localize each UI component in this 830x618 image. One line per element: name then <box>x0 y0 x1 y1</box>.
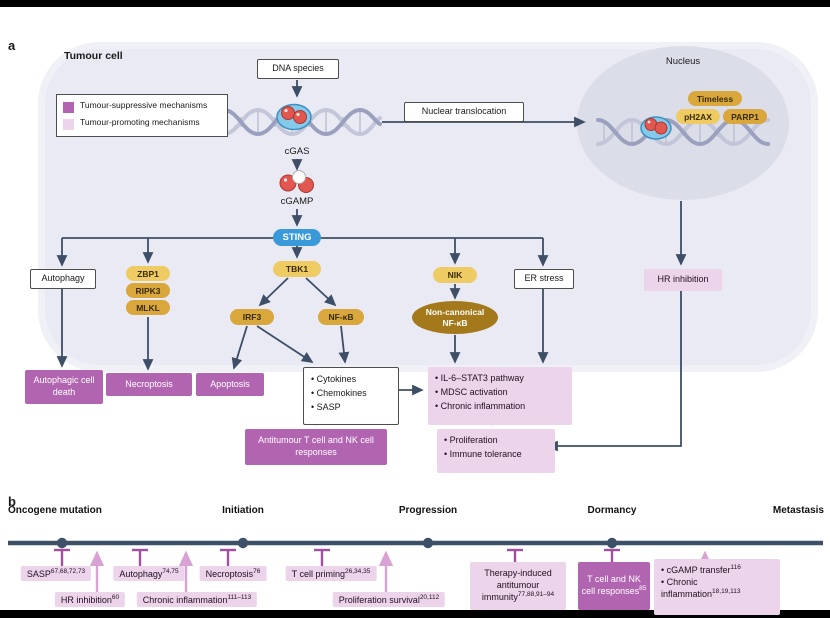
protumour-outcome-item: • Proliferation <box>444 435 498 445</box>
stage-progression: Progression <box>398 505 458 516</box>
protumour-signalling-item: • IL-6–STAT3 pathway <box>435 373 524 383</box>
nfkb-pill: NF-κB <box>318 309 364 325</box>
apoptosis-box: Apoptosis <box>196 373 264 396</box>
event-hr-inhibition: HR inhibition60 <box>54 592 126 607</box>
noncanonical-line2: NF-κB <box>442 317 468 328</box>
legend-item-suppressive: Tumour-suppressive mechanisms <box>63 100 221 113</box>
cgas-label: cGAS <box>284 146 310 157</box>
legend: Tumour-suppressive mechanisms Tumour-pro… <box>56 94 228 137</box>
protumour-outcome-item: • Immune tolerance <box>444 448 522 459</box>
event-t-cell-priming: T cell priming26,34,35 <box>285 566 377 581</box>
noncanonical-line1: Non-canonical <box>425 307 485 318</box>
nuclear-translocation-box: Nuclear translocation <box>404 102 524 122</box>
event-necroptosis: Necroptosis76 <box>199 566 267 581</box>
event-therapy-induced-immunity: Therapy-induced antitumour immunity77,88… <box>470 562 566 610</box>
hr-inhibition-box: HR inhibition <box>644 269 722 291</box>
secreted-factors-box: • Cytokines • Chemokines • SASP <box>303 367 399 425</box>
timeless-pill: Timeless <box>688 91 742 106</box>
irf3-pill: IRF3 <box>230 309 274 325</box>
event-chronic-inflammation: Chronic inflammation111–113 <box>136 592 258 607</box>
chronic-inflammation-met-item: • Chronic inflammation18,19,113 <box>661 577 741 600</box>
event-cgamp-transfer: • cGAMP transfer116 • Chronic inflammati… <box>654 559 780 615</box>
protumour-outcomes-box: • Proliferation • Immune tolerance <box>437 429 555 473</box>
protumour-signalling-box: • IL-6–STAT3 pathway • MDSC activation •… <box>428 367 572 425</box>
cgamp-transfer-item: • cGAMP transfer116 <box>661 564 741 575</box>
necroptosis-box: Necroptosis <box>106 373 192 396</box>
dna-species-box: DNA species <box>257 59 339 79</box>
tumour-cell-title: Tumour cell <box>64 50 123 62</box>
secreted-factor-item: • SASP <box>311 401 341 412</box>
secreted-factor-item: • Chemokines <box>311 387 367 398</box>
event-sasp: SASP67,68,72,73 <box>20 566 92 581</box>
tbk1-pill: TBK1 <box>273 261 321 277</box>
autophagic-cell-death-box: Autophagic cell death <box>25 370 103 404</box>
stage-dormancy: Dormancy <box>587 505 637 516</box>
mlkl-pill: MLKL <box>126 300 170 315</box>
legend-item-promoting: Tumour-promoting mechanisms <box>63 117 221 130</box>
zbp1-pill: ZBP1 <box>126 266 170 281</box>
panel-a-label: a <box>8 38 16 53</box>
event-t-and-nk-responses: T cell and NK cell responses85 <box>578 562 650 610</box>
event-autophagy: Autophagy74,75 <box>113 566 185 581</box>
er-stress-box: ER stress <box>514 269 574 289</box>
stage-initiation: Initiation <box>222 505 264 516</box>
cgamp-label: cGAMP <box>280 196 314 207</box>
top-letterbox-bar <box>0 0 830 7</box>
promoting-swatch <box>63 119 74 130</box>
ripk3-pill: RIPK3 <box>126 283 170 298</box>
noncanonical-nfkb-ellipse: Non-canonical NF-κB <box>412 301 498 334</box>
nik-pill: NIK <box>433 267 477 283</box>
stage-oncogene-mutation: Oncogene mutation <box>8 505 102 516</box>
legend-suppressive-label: Tumour-suppressive mechanisms <box>80 100 208 110</box>
event-proliferation-survival: Proliferation survival20,112 <box>332 592 446 607</box>
parp1-pill: PARP1 <box>723 109 767 124</box>
legend-promoting-label: Tumour-promoting mechanisms <box>80 117 200 127</box>
secreted-factor-item: • Cytokines <box>311 374 357 384</box>
nucleus-label: Nucleus <box>665 56 701 67</box>
protumour-signalling-item: • Chronic inflammation <box>435 400 526 411</box>
suppressive-swatch <box>63 102 74 113</box>
protumour-signalling-item: • MDSC activation <box>435 386 508 397</box>
cancer-progression-timeline <box>8 537 823 549</box>
stage-metastasis: Metastasis <box>772 505 824 516</box>
panel-b-label: b <box>8 494 16 509</box>
ph2ax-pill: pH2AX <box>676 109 720 124</box>
autophagy-box: Autophagy <box>30 269 96 289</box>
antitumour-responses-box: Antitumour T cell and NK cell responses <box>245 429 387 465</box>
bottom-letterbox-bar <box>0 610 830 618</box>
sting-pill: STING <box>273 229 321 246</box>
